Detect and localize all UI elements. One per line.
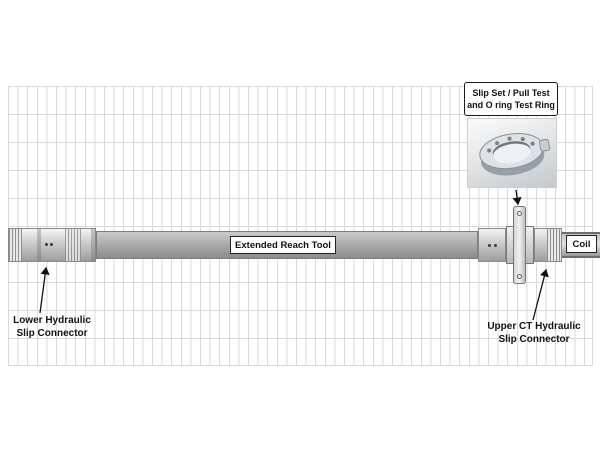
callout-text-line1: Slip Set / Pull Test xyxy=(472,88,550,98)
upper-annotation-line1: Upper CT Hydraulic xyxy=(487,321,581,332)
lower-annotation-line1: Lower Hydraulic xyxy=(13,315,91,326)
callout-box: Slip Set / Pull Test and O ring Test Rin… xyxy=(464,82,558,116)
thread-pattern-icon xyxy=(9,229,22,261)
upper-connector-annotation: Upper CT Hydraulic Slip Connector xyxy=(483,321,585,346)
extended-reach-tool-label: Extended Reach Tool xyxy=(230,236,336,254)
lower-connector-annotation: Lower Hydraulic Slip Connector xyxy=(4,315,100,340)
upper-ct-hydraulic-slip-connector xyxy=(534,228,562,262)
upper-annotation-line2: Slip Connector xyxy=(498,333,570,345)
connector-port-dot xyxy=(494,244,497,247)
lower-hydraulic-slip-connector xyxy=(8,228,96,262)
coil-label: Coil xyxy=(566,235,597,253)
lower-annotation-line2: Slip Connector xyxy=(16,327,88,339)
upper-connector-section xyxy=(478,228,506,262)
slip-set-test-ring-plate xyxy=(513,206,526,284)
thread-pattern-icon xyxy=(547,229,561,261)
test-ring-photo xyxy=(467,118,557,188)
ring-bolt-hole xyxy=(517,274,522,279)
connector-band xyxy=(91,229,95,261)
o-ring-test-ring-icon xyxy=(479,133,551,176)
thread-pattern-icon xyxy=(65,229,81,261)
ring-bolt-hole xyxy=(517,211,522,216)
connector-port-dot xyxy=(488,244,491,247)
connector-port-dot xyxy=(45,243,48,246)
connector-port-dot xyxy=(50,243,53,246)
connector-band xyxy=(37,229,41,261)
callout-text-line2: and O ring Test Ring xyxy=(467,100,555,110)
